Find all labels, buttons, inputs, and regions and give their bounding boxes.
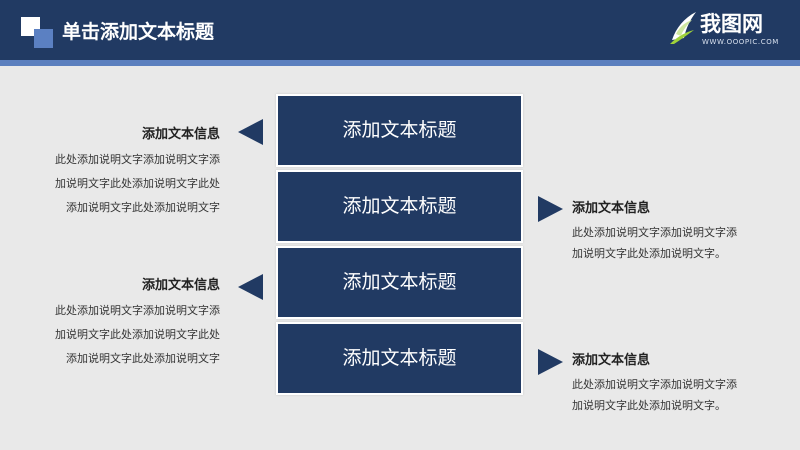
header-accent-stripe — [0, 60, 800, 66]
info-title[interactable]: 添加文本信息 — [141, 278, 220, 293]
info-block-4: 添加文本信息 此处添加说明文字添加说明文字添 加说明文字此处添加说明文字。 — [572, 352, 800, 416]
info-text-line[interactable]: 此处添加说明文字添加说明文字添 — [572, 226, 737, 239]
info-text-line[interactable]: 添加说明文字此处添加说明文字 — [66, 201, 220, 214]
info-text-line[interactable]: 加说明文字此处添加说明文字。 — [572, 247, 726, 260]
pointer-right-icon — [538, 349, 563, 375]
slide-title[interactable]: 单击添加文本标题 — [62, 21, 215, 43]
info-text-line[interactable]: 添加说明文字此处添加说明文字 — [66, 352, 220, 365]
info-block-3: 添加文本信息 此处添加说明文字添加说明文字添 加说明文字此处添加说明文字此处 添… — [0, 277, 220, 371]
title-box-4[interactable]: 添加文本标题 — [276, 322, 523, 395]
info-title[interactable]: 添加文本信息 — [572, 353, 651, 368]
info-text-line[interactable]: 此处添加说明文字添加说明文字添 — [572, 378, 737, 391]
info-text-line[interactable]: 加说明文字此处添加说明文字此处 — [55, 177, 220, 190]
pointer-left-icon — [238, 274, 263, 300]
title-box-2[interactable]: 添加文本标题 — [276, 170, 523, 243]
header-decoration-square-blue — [34, 29, 53, 48]
brand-url: WWW.OOOPIC.COM — [702, 38, 779, 46]
brand-name: 我图网 — [700, 12, 763, 36]
brand-logo: 我图网 WWW.OOOPIC.COM — [668, 10, 780, 52]
header-bar: 单击添加文本标题 我图网 WWW.OOOPIC.COM — [0, 0, 800, 60]
info-text-line[interactable]: 加说明文字此处添加说明文字。 — [572, 399, 726, 412]
title-box-3[interactable]: 添加文本标题 — [276, 246, 523, 319]
info-text-line[interactable]: 此处添加说明文字添加说明文字添 — [55, 304, 220, 317]
info-text-line[interactable]: 加说明文字此处添加说明文字此处 — [55, 328, 220, 341]
info-title[interactable]: 添加文本信息 — [141, 127, 220, 142]
info-block-1: 添加文本信息 此处添加说明文字添加说明文字添 加说明文字此处添加说明文字此处 添… — [0, 126, 220, 220]
title-box-1[interactable]: 添加文本标题 — [276, 94, 523, 167]
info-text-line[interactable]: 此处添加说明文字添加说明文字添 — [55, 153, 220, 166]
info-block-2: 添加文本信息 此处添加说明文字添加说明文字添 加说明文字此处添加说明文字。 — [572, 200, 800, 264]
pointer-left-icon — [238, 119, 263, 145]
leaf-logo-icon — [670, 12, 696, 44]
pointer-right-icon — [538, 196, 563, 222]
info-title[interactable]: 添加文本信息 — [572, 201, 651, 216]
